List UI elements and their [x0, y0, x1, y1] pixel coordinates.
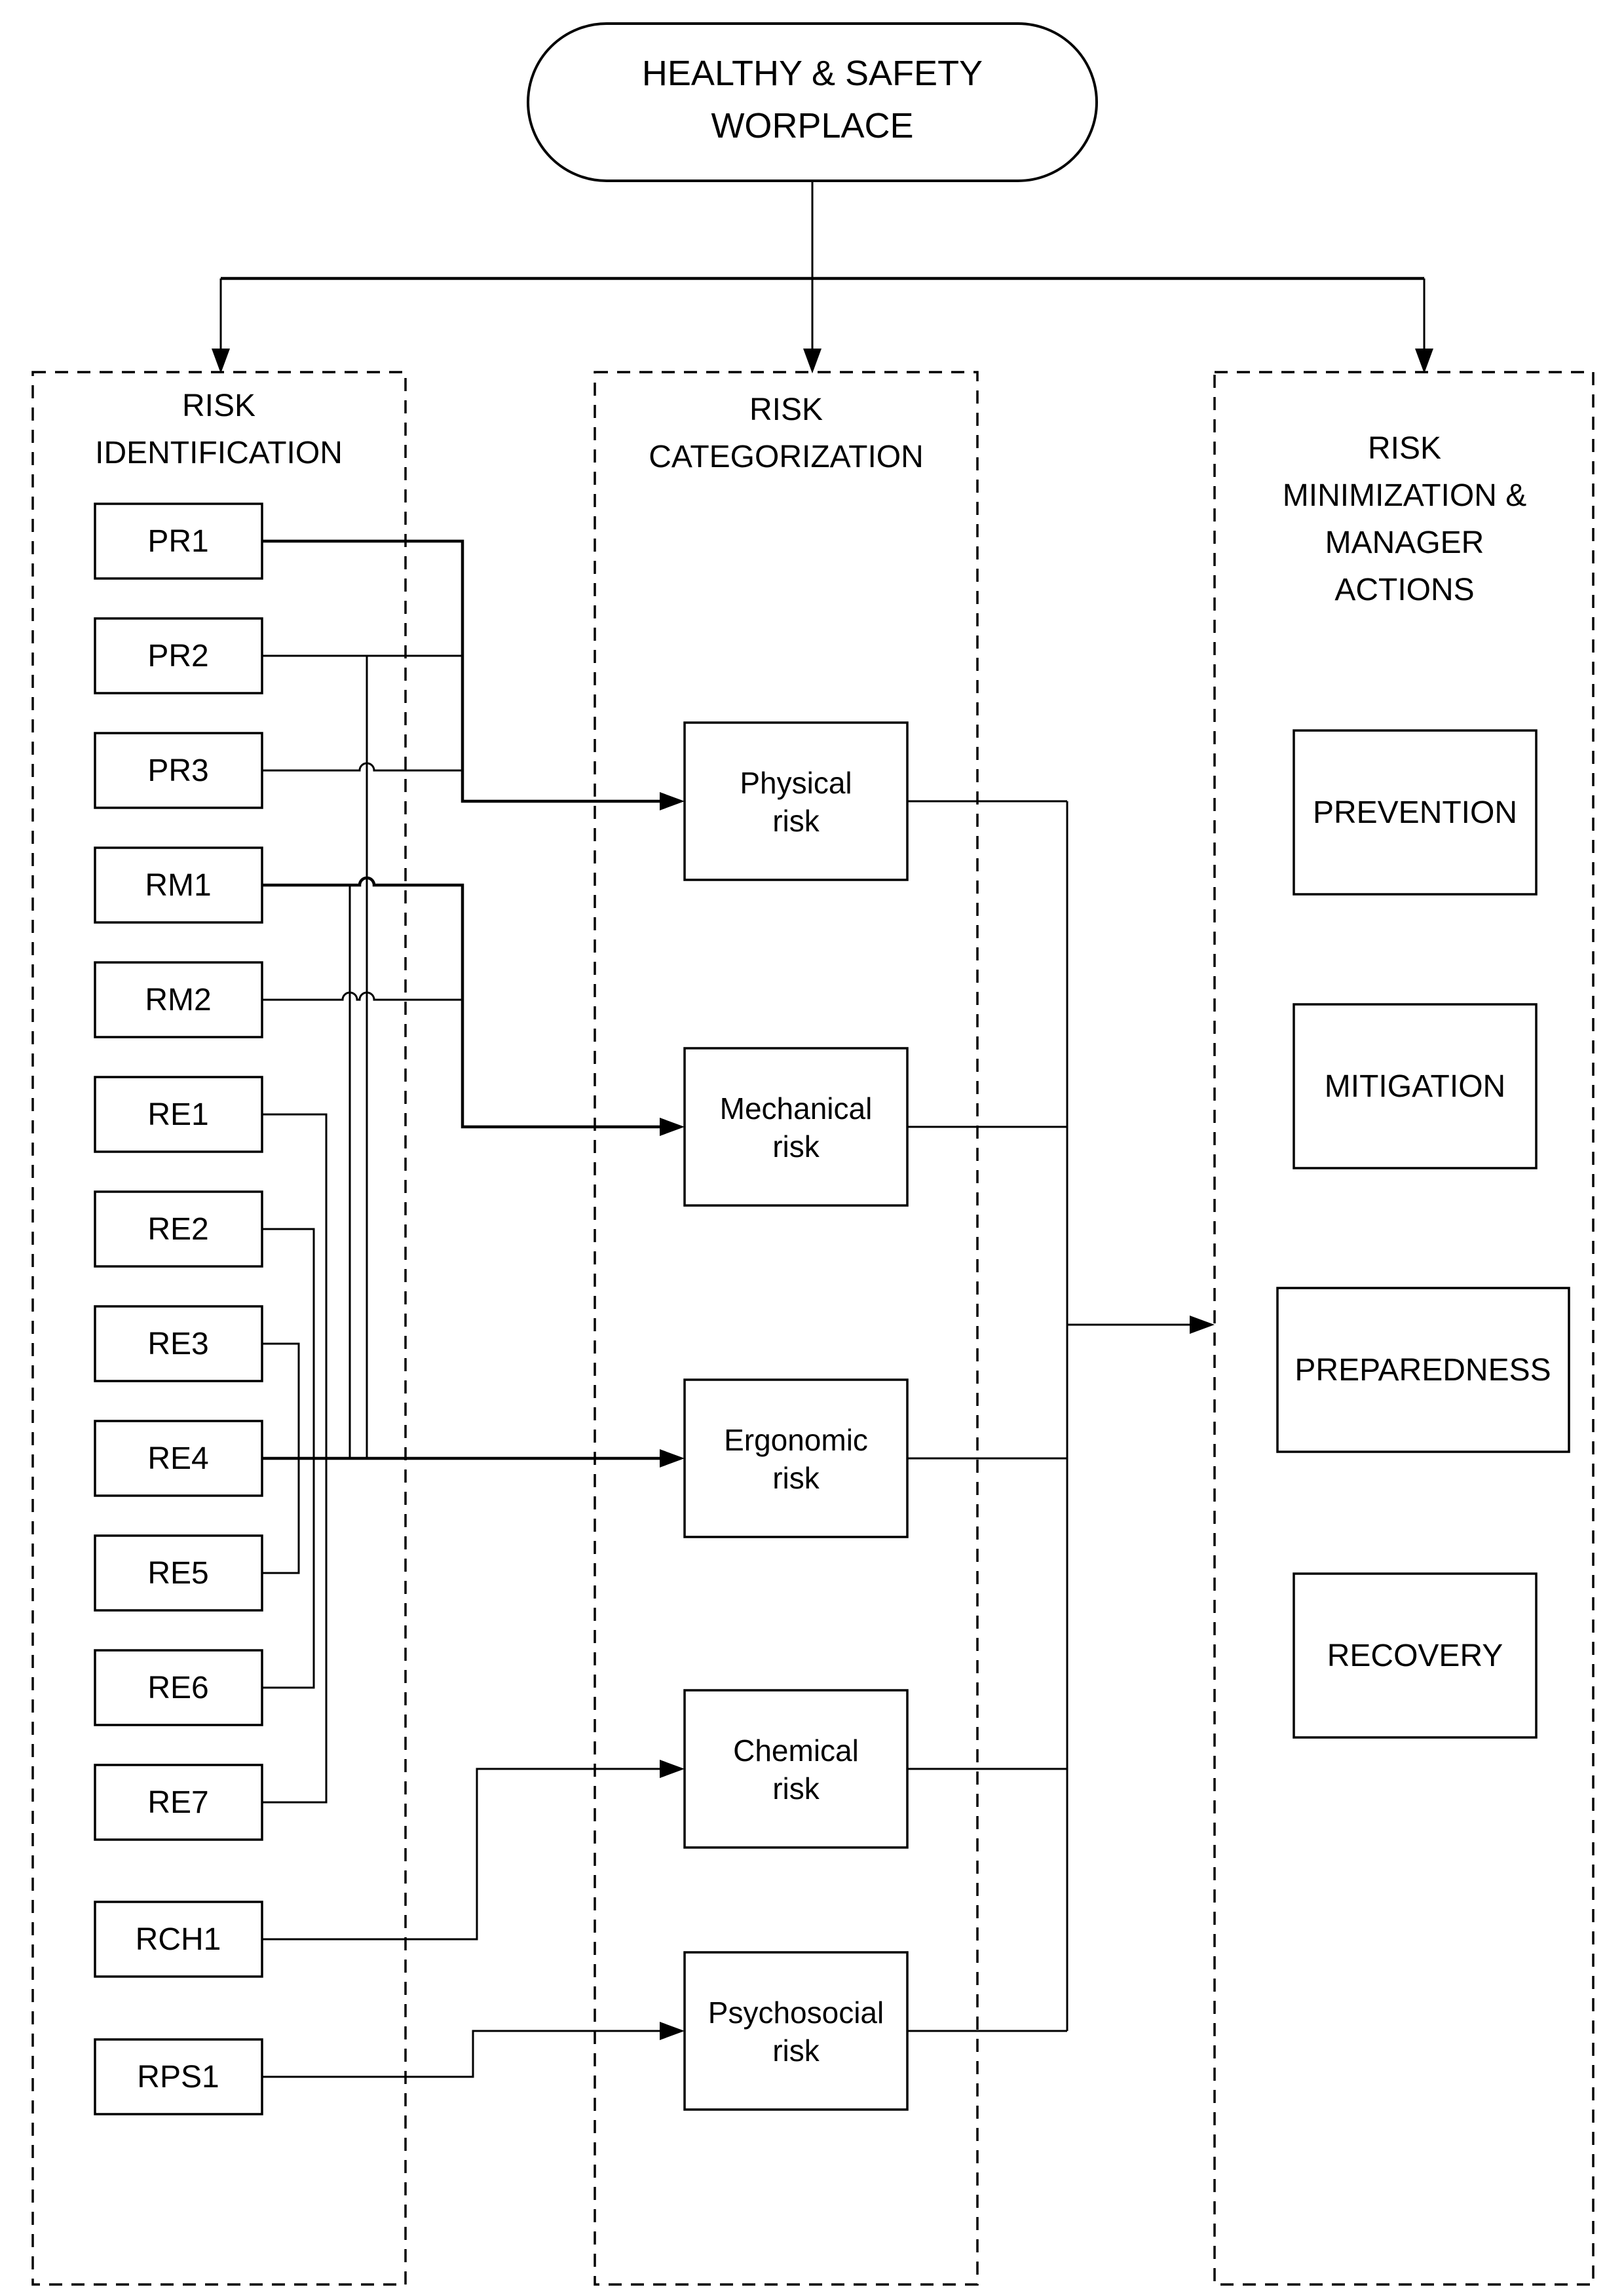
risk-identification-column — [31, 371, 407, 2286]
risk-minimization-column — [1213, 371, 1595, 2286]
categorization-title-line1: RISK — [749, 392, 823, 427]
arrowhead-physical — [660, 792, 685, 810]
edge-pr3-physical — [262, 762, 463, 772]
minimization-title-line2: MINIMIZATION & — [1283, 478, 1526, 513]
node-recovery — [1293, 1572, 1538, 1739]
edge-rch1-chemical — [262, 1768, 660, 1941]
node-physical-risk — [683, 721, 909, 881]
node-re6-label: RE6 — [147, 1671, 208, 1705]
arrowhead-chemical — [660, 1760, 685, 1778]
edge-re3-ergonomic — [262, 1342, 300, 1458]
node-pr3-label: PR3 — [147, 753, 208, 788]
node-rm2-label: RM2 — [145, 983, 211, 1017]
edge-rm1-mechanical — [262, 876, 660, 1129]
node-re5-label: RE5 — [147, 1556, 208, 1591]
node-pr1-label: PR1 — [147, 524, 208, 559]
categorization-title-line2: CATEGORIZATION — [649, 440, 924, 474]
node-re3-label: RE3 — [147, 1327, 208, 1361]
arrowhead-down-minimization — [1415, 349, 1433, 373]
node-prevention-label: PREVENTION — [1313, 795, 1517, 830]
start-node-label-line2: WORPLACE — [711, 106, 913, 145]
node-ergonomic-risk-line2: risk — [772, 1461, 820, 1495]
node-preparedness-label: PREPAREDNESS — [1294, 1353, 1551, 1388]
node-ergonomic-risk — [683, 1378, 909, 1538]
node-re5 — [94, 1534, 263, 1612]
node-chemical-risk-line1: Chemical — [733, 1734, 859, 1768]
node-chemical-risk-line2: risk — [772, 1772, 820, 1806]
edge-re2-ergonomic — [262, 1228, 315, 1458]
node-mechanical-risk-line1: Mechanical — [720, 1091, 873, 1126]
node-rm2 — [94, 961, 263, 1038]
minimization-title-line3: MANAGER — [1325, 525, 1484, 560]
arrowhead-psychosocial — [660, 2022, 685, 2040]
node-pr3 — [94, 732, 263, 809]
node-prevention — [1293, 729, 1538, 896]
node-mechanical-risk — [683, 1047, 909, 1207]
node-re7-label: RE7 — [147, 1785, 208, 1820]
minimization-title-line4: ACTIONS — [1334, 573, 1474, 607]
edge-re7-ergonomic — [262, 1458, 328, 1804]
node-rch1-label: RCH1 — [136, 1922, 221, 1957]
node-mechanical-risk-line2: risk — [772, 1129, 820, 1164]
node-psychosocial-risk-line1: Psychosocial — [708, 1996, 884, 2030]
arrowhead-mechanical — [660, 1118, 685, 1136]
node-pr2 — [94, 617, 263, 694]
arrowhead-down-categorization — [803, 349, 821, 373]
node-rm1-label: RM1 — [145, 868, 211, 903]
edge-rm2-mechanical — [262, 991, 463, 1001]
identification-title-line1: RISK — [182, 388, 255, 423]
node-re4 — [94, 1420, 263, 1497]
node-physical-risk-line2: risk — [772, 804, 820, 838]
edge-re1-ergonomic — [262, 1113, 328, 1458]
start-node — [527, 22, 1098, 182]
arrowhead-down-identification — [212, 349, 230, 373]
node-chemical-risk — [683, 1689, 909, 1849]
edge-pr1-physical — [262, 539, 660, 803]
start-node-label-line1: HEALTHY & SAFETY — [642, 54, 983, 93]
node-mitigation-label: MITIGATION — [1325, 1069, 1505, 1104]
node-re2-label: RE2 — [147, 1212, 208, 1247]
node-pr2-label: PR2 — [147, 639, 208, 673]
node-pr1 — [94, 502, 263, 580]
node-re3 — [94, 1305, 263, 1382]
node-psychosocial-risk-line2: risk — [772, 2034, 820, 2068]
edge-re6-ergonomic — [262, 1458, 315, 1689]
node-preparedness — [1276, 1287, 1570, 1453]
edge-rps1-psychosocial — [262, 2030, 660, 2078]
node-rch1 — [94, 1901, 263, 1978]
node-rps1 — [94, 2038, 263, 2115]
arrowhead-minimization — [1190, 1316, 1215, 1334]
node-re4-label: RE4 — [147, 1441, 208, 1476]
node-re1 — [94, 1076, 263, 1153]
node-re1-label: RE1 — [147, 1097, 208, 1132]
risk-categorization-column — [594, 371, 979, 2286]
node-mitigation — [1293, 1003, 1538, 1169]
node-physical-risk-line1: Physical — [740, 766, 852, 800]
node-recovery-label: RECOVERY — [1327, 1639, 1503, 1673]
identification-title-line2: IDENTIFICATION — [95, 436, 343, 470]
node-rm1 — [94, 846, 263, 924]
node-psychosocial-risk — [683, 1951, 909, 2111]
arrowhead-ergonomic — [660, 1449, 685, 1468]
node-ergonomic-risk-line1: Ergonomic — [724, 1423, 868, 1457]
node-re6 — [94, 1649, 263, 1726]
minimization-title-line1: RISK — [1368, 431, 1441, 466]
node-rps1-label: RPS1 — [137, 2060, 219, 2094]
node-re7 — [94, 1764, 263, 1841]
edge-re5-ergonomic — [262, 1458, 300, 1574]
node-re2 — [94, 1190, 263, 1268]
